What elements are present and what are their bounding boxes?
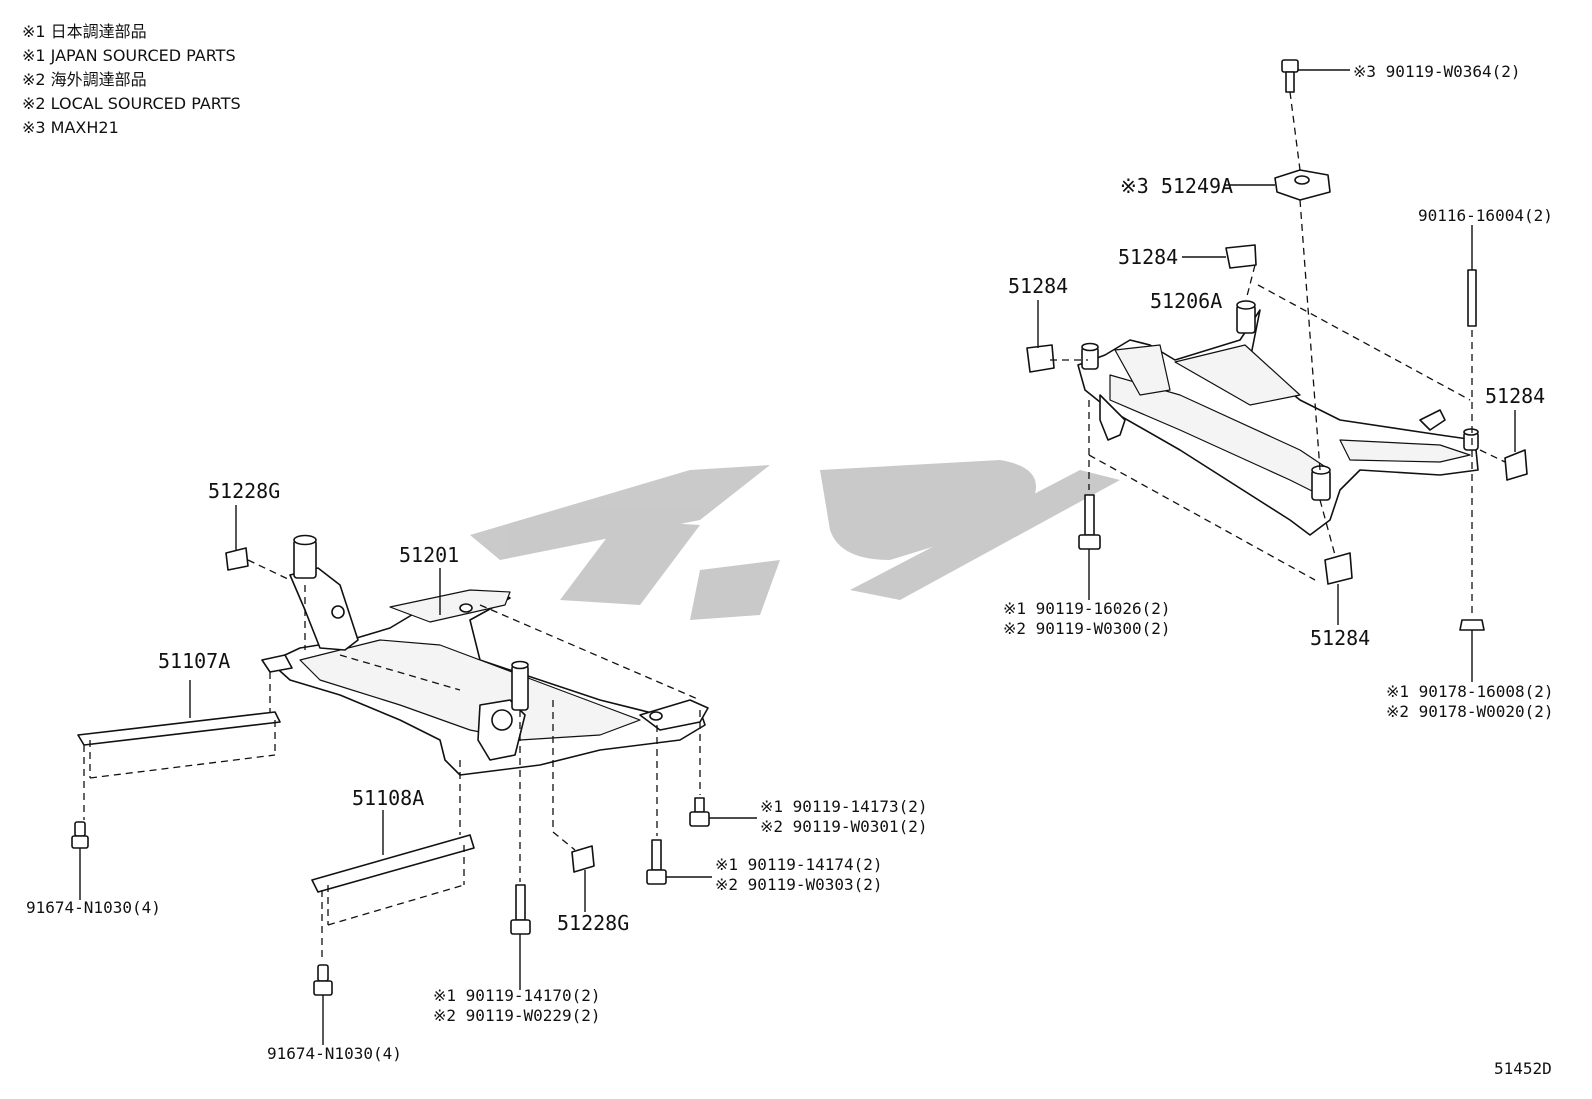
label-51108a: 51108A [352, 786, 424, 810]
front-bolt-91674-left [71, 821, 89, 900]
label-90178-16008: ※1 90178-16008(2) [1386, 682, 1554, 701]
front-bolt-90119-14174 [646, 839, 712, 885]
rear-stopper-bracket-51249a [1225, 169, 1331, 201]
label-51249a: ※3 51249A [1120, 174, 1233, 198]
front-dashed-guides [83, 559, 701, 962]
rear-nut-90178 [1459, 619, 1485, 682]
rear-crossmember [1077, 300, 1479, 536]
label-90119-w0229: ※2 90119-W0229(2) [433, 1006, 601, 1025]
label-90119-16026: ※1 90119-16026(2) [1003, 599, 1171, 618]
front-brace-51108a [311, 810, 475, 893]
front-bolt-91674-bottom [313, 964, 333, 1045]
rear-nut-bottom-51284 [1324, 552, 1353, 625]
front-bolt-90119-14173 [689, 797, 757, 827]
label-90119-14173: ※1 90119-14173(2) [760, 797, 928, 816]
part-labels: ※3 90119-W0364(2) ※3 51249A 90116-16004(… [26, 62, 1554, 1078]
label-90178-w0020: ※2 90178-W0020(2) [1386, 702, 1554, 721]
label-51228g-bottom: 51228G [557, 911, 629, 935]
label-51284-right: 51284 [1485, 384, 1545, 408]
note-line: ※2 LOCAL SOURCED PARTS [22, 94, 241, 113]
label-91674-bottom: 91674-N1030(4) [267, 1044, 402, 1063]
note-line: ※1 JAPAN SOURCED PARTS [22, 46, 236, 65]
label-90119-w0303: ※2 90119-W0303(2) [715, 875, 883, 894]
label-51201: 51201 [399, 543, 459, 567]
rear-top-bolt [1281, 59, 1350, 93]
label-90119-w0301: ※2 90119-W0301(2) [760, 817, 928, 836]
label-90119-14170: ※1 90119-14170(2) [433, 986, 601, 1005]
watermark-logo [470, 460, 1120, 620]
rear-bolt-90119-16026 [1078, 494, 1101, 600]
label-51284-bottom: 51284 [1310, 626, 1370, 650]
label-90119-w0364: ※3 90119-W0364(2) [1353, 62, 1521, 81]
label-51284-top: 51284 [1118, 245, 1178, 269]
rear-dashed-guides [1050, 91, 1506, 615]
front-bolt-90119-14170 [510, 884, 531, 990]
label-90119-14174: ※1 90119-14174(2) [715, 855, 883, 874]
front-nut-51228g-top [225, 505, 249, 571]
note-line: ※1 日本調達部品 [22, 22, 147, 41]
note-line: ※2 海外調達部品 [22, 70, 147, 89]
label-51284-left: 51284 [1008, 274, 1068, 298]
rear-nut-left-51284 [1026, 300, 1055, 373]
diagram-code: 51452D [1494, 1059, 1552, 1078]
front-crossmember [261, 534, 709, 776]
note-line: ※3 MAXH21 [22, 118, 119, 137]
front-brace-51107a [77, 680, 281, 746]
label-51206a: 51206A [1150, 289, 1222, 313]
label-51107a: 51107A [158, 649, 230, 673]
rear-nut-top-51284 [1182, 244, 1257, 269]
legend-notes: ※1 日本調達部品 ※1 JAPAN SOURCED PARTS ※2 海外調達… [22, 20, 241, 140]
label-91674-left: 91674-N1030(4) [26, 898, 161, 917]
rear-nut-right-51284 [1504, 410, 1528, 481]
label-51228g-top: 51228G [208, 479, 280, 503]
label-90119-w0300: ※2 90119-W0300(2) [1003, 619, 1171, 638]
rear-stud-90116 [1467, 225, 1477, 327]
label-90116-16004: 90116-16004(2) [1418, 206, 1553, 225]
front-nut-51228g-bottom [571, 845, 595, 912]
